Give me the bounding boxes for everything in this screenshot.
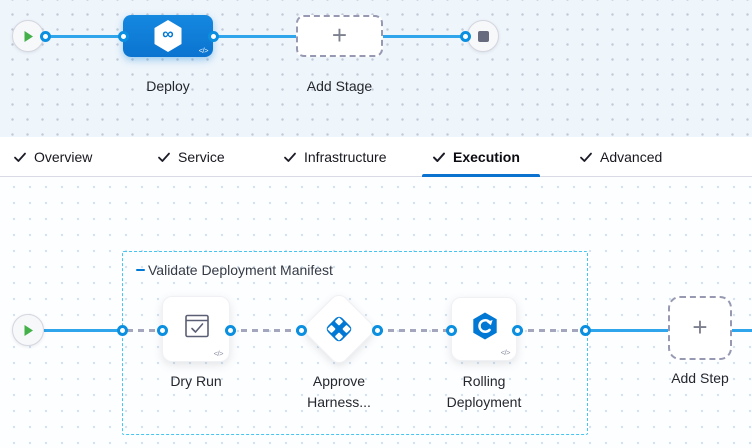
stage-label-deploy: Deploy — [146, 78, 190, 94]
stage-node-deploy[interactable]: ∞ </> — [123, 15, 213, 57]
tab-label: Infrastructure — [304, 149, 387, 165]
connector-dot[interactable] — [116, 324, 128, 336]
tab-label: Service — [178, 149, 225, 165]
tab-execution[interactable]: Execution — [432, 137, 520, 177]
connector-dot[interactable] — [156, 324, 168, 336]
step-group-title[interactable]: Validate Deployment Manifest — [136, 262, 333, 278]
tab-service[interactable]: Service — [157, 137, 225, 177]
infinity-glyph: ∞ — [162, 26, 174, 43]
connector-dot[interactable] — [371, 324, 383, 336]
connector-dot[interactable] — [511, 324, 523, 336]
step-connector-dashed-line — [127, 328, 162, 332]
step-group-validate-deployment-manifest[interactable] — [122, 251, 588, 435]
code-view-icon[interactable]: </> — [500, 347, 511, 357]
tab-infrastructure[interactable]: Infrastructure — [283, 137, 386, 177]
collapse-dash-icon[interactable] — [136, 268, 145, 272]
step-node-dry-run[interactable]: </> — [162, 296, 230, 362]
connector-dot[interactable] — [40, 31, 51, 42]
tab-label: Overview — [34, 149, 93, 165]
step-label-rolling-deployment: Rolling Deployment — [446, 373, 522, 410]
check-icon — [433, 152, 445, 162]
step-connector-line — [44, 328, 122, 332]
stage-label-add-stage: Add Stage — [306, 78, 373, 94]
check-icon — [580, 152, 592, 162]
execution-start-node[interactable] — [12, 314, 44, 346]
add-step-label: Add Step — [671, 370, 729, 386]
connector-dot[interactable] — [579, 324, 591, 336]
tab-overview[interactable]: Overview — [13, 137, 92, 177]
stage-config-tabbar: Overview Service Infrastructure Executio… — [0, 137, 752, 177]
tab-advanced[interactable]: Advanced — [579, 137, 662, 177]
check-icon — [158, 152, 170, 162]
pipeline-end-node[interactable] — [467, 20, 499, 52]
check-icon — [14, 152, 26, 162]
step-connector-line — [585, 328, 668, 332]
connector-dot[interactable] — [224, 324, 236, 336]
check-icon — [284, 152, 296, 162]
code-view-icon[interactable]: </> — [213, 348, 224, 358]
stage-connector-line — [383, 34, 466, 38]
play-icon — [24, 30, 33, 42]
add-step-node[interactable]: + — [668, 296, 732, 360]
stage-canvas: ∞ </> + Deploy Add Stage — [0, 0, 752, 137]
approval-diamonds-icon — [326, 316, 352, 342]
plus-icon: + — [692, 312, 708, 342]
checkbox-window-icon — [185, 314, 209, 338]
step-group-title-label: Validate Deployment Manifest — [148, 262, 333, 278]
rolling-deployment-icon — [473, 312, 497, 340]
step-node-rolling-deployment[interactable]: </> — [451, 297, 517, 361]
code-view-icon[interactable]: </> — [198, 45, 209, 55]
tab-label: Advanced — [600, 149, 663, 165]
connector-dot[interactable] — [460, 31, 471, 42]
step-connector-line — [732, 328, 752, 332]
stage-connector-line — [44, 34, 124, 38]
tab-label: Execution — [453, 149, 520, 165]
add-stage-node[interactable]: + — [296, 15, 383, 57]
harness-stage-icon: ∞ — [154, 20, 182, 52]
connector-dot[interactable] — [208, 31, 219, 42]
step-connector-dashed-line — [377, 328, 451, 332]
step-connector-dashed-line — [230, 328, 301, 332]
active-tab-underline — [422, 174, 540, 177]
execution-canvas — [0, 177, 752, 448]
stage-connector-line — [213, 34, 296, 38]
connector-dot[interactable] — [445, 324, 457, 336]
stop-icon — [477, 30, 489, 42]
step-connector-dashed-line — [517, 328, 585, 332]
pipeline-start-node[interactable] — [12, 20, 44, 52]
connector-dot[interactable] — [118, 31, 129, 42]
step-label-dry-run: Dry Run — [170, 373, 222, 389]
step-label-approve: Approve Harness... — [307, 373, 371, 410]
connector-dot[interactable] — [295, 324, 307, 336]
plus-icon: + — [331, 20, 348, 50]
play-icon — [24, 324, 33, 336]
